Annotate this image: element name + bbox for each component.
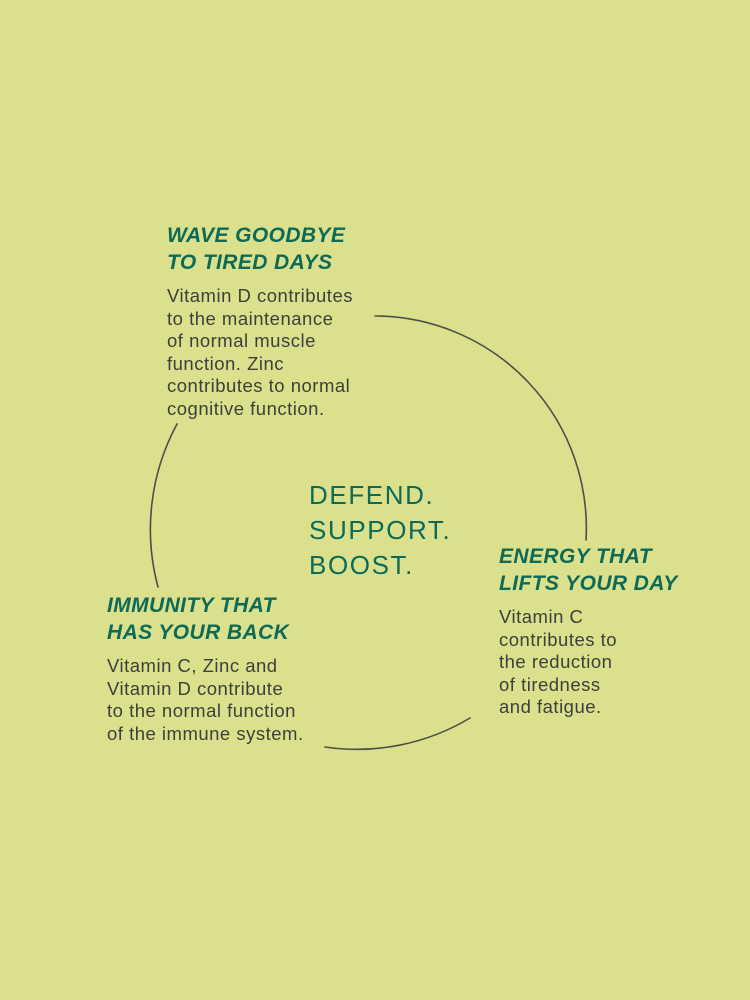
benefit-block-immunity: IMMUNITY THAT HAS YOUR BACK Vitamin C, Z… (107, 592, 304, 745)
benefit-block-tired-days: WAVE GOODBYE TO TIRED DAYS Vitamin D con… (167, 222, 353, 420)
benefit-body-immunity: Vitamin C, Zinc and Vitamin D contribute… (107, 655, 304, 744)
benefit-body-tired-days: Vitamin D contributes to the maintenance… (167, 285, 353, 419)
arc-bottom (324, 717, 471, 751)
benefit-heading-tired-days: WAVE GOODBYE TO TIRED DAYS (167, 224, 346, 274)
arc-left (149, 423, 178, 588)
benefit-body-energy: Vitamin C contributes to the reduction o… (499, 606, 618, 717)
benefit-block-energy: ENERGY THAT LIFTS YOUR DAY Vitamin C con… (499, 543, 678, 719)
benefit-heading-energy: ENERGY THAT LIFTS YOUR DAY (499, 545, 678, 595)
benefit-heading-immunity: IMMUNITY THAT HAS YOUR BACK (107, 594, 290, 644)
center-tagline: DEFEND. SUPPORT. BOOST. (309, 480, 452, 580)
